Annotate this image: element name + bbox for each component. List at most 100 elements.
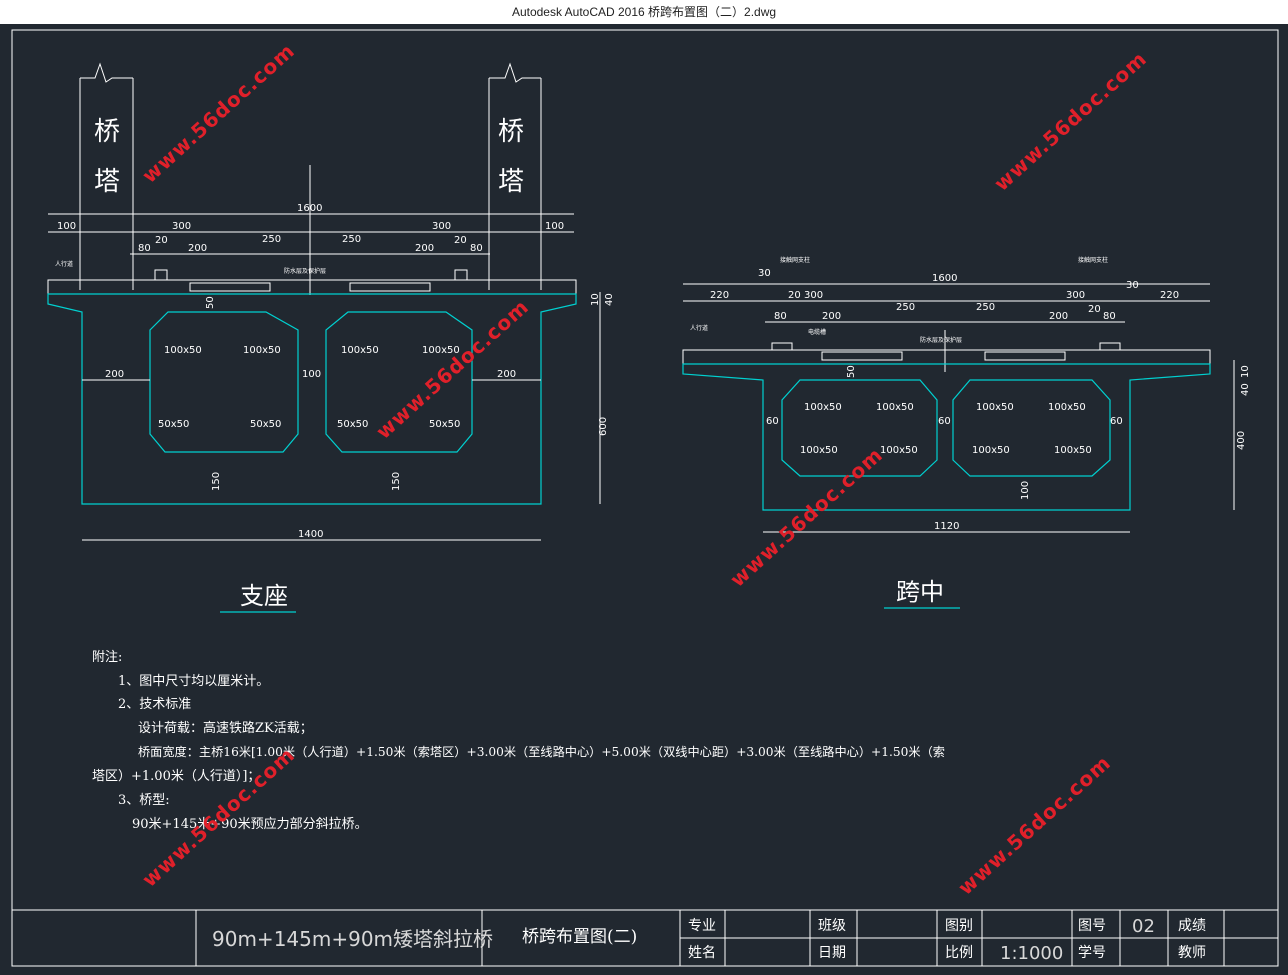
r-dim-80-left: 80 [774,311,787,322]
web-200-right: 200 [497,369,516,380]
r-right-cell [952,379,1111,477]
watermark-4: www.56doc.com [725,442,887,591]
tb-scale-label: 比例 [945,945,973,961]
tb-student-label: 学号 [1078,945,1106,961]
track-slab-right [349,282,431,292]
r-chamfer-5: 100x50 [800,445,838,456]
r-track-slab-right [984,351,1066,361]
title-block: 90m+145m+90m矮塔斜拉桥 桥跨布置图(二) 专业 姓名 班级 日期 图… [12,909,1278,966]
chamfer-2: 100x50 [243,345,281,356]
tower-label-right-2: 塔 [498,167,524,197]
dim-300-left: 300 [172,221,191,232]
dim-1400: 1400 [298,529,323,540]
chamfer-1: 100x50 [164,345,202,356]
walkway-label: 人行道 [55,260,73,268]
cad-drawing: 桥 塔 桥 塔 1600 100 300 300 100 80 20 200 2… [11,29,1279,967]
tb-scale-value: 1:1000 [1000,943,1063,964]
dim-300-right: 300 [432,221,451,232]
deck-40: 40 [604,293,615,306]
r-30-left: 30 [758,268,771,279]
watermark-2: www.56doc.com [989,46,1151,195]
r-chamfer-8: 100x50 [1054,445,1092,456]
r-dim-300-left: 300 [804,290,823,301]
r-web-60-left: 60 [766,416,779,427]
tb-teacher-label: 教师 [1178,945,1206,961]
left-section: 桥 塔 桥 塔 1600 100 300 300 100 80 20 200 2… [47,62,615,613]
r-walkway-label: 人行道 [690,324,708,332]
r-dim-20-left: 20 [788,290,801,301]
chamfer-8: 50x50 [429,419,460,430]
dim-250-left: 250 [262,234,281,245]
watermark-1: www.56doc.com [137,38,299,187]
r-dim-1120: 1120 [934,521,959,532]
r-web-60-mid: 60 [938,416,951,427]
r-dim-200-left: 200 [822,311,841,322]
left-tower-outline [79,62,134,290]
right-cell [325,311,473,453]
tb-category-label: 图别 [945,918,973,934]
box-girder-outline [47,293,577,505]
tb-class-label: 班级 [818,918,846,934]
tb-drawing: 桥跨布置图(二) [522,927,637,947]
chamfer-4: 100x50 [422,345,460,356]
drawing-canvas[interactable]: 桥 塔 桥 塔 1600 100 300 300 100 80 20 200 2… [0,24,1288,971]
chamfer-5: 50x50 [158,419,189,430]
tb-number-label: 图号 [1078,918,1106,934]
dim-250-right: 250 [342,234,361,245]
notes-line-5: 塔区）+1.00米（人行道）]； [92,769,260,784]
notes-line-3: 设计荷载：高速铁路ZK活载； [138,720,313,736]
r-bottom-slab-100: 100 [1020,481,1031,500]
chamfer-3: 100x50 [341,345,379,356]
notes-line-1: 1、图中尺寸均以厘米计。 [118,674,269,689]
tower-label-left-2: 塔 [94,167,120,197]
r-chamfer-6: 100x50 [880,445,918,456]
r-top-slab-50: 50 [846,365,857,378]
dim-80-left: 80 [138,243,151,254]
parapet-left [154,269,168,281]
dim-20-left: 20 [155,235,168,246]
chamfer-6: 50x50 [250,419,281,430]
r-track-slab-left [821,351,903,361]
dim-200-right: 200 [415,243,434,254]
parapet-right [454,269,468,281]
r-left-cell [781,379,938,477]
r-dim-220-right: 220 [1160,290,1179,301]
r-chamfer-2: 100x50 [876,402,914,413]
r-chamfer-1: 100x50 [804,402,842,413]
tb-date-label: 日期 [818,945,846,961]
watermarks: www.56doc.com www.56doc.com www.56doc.co… [137,38,1151,899]
r-signal-label: 电缆槽 [808,328,826,336]
r-deck-40: 40 [1240,383,1251,396]
right-tower-outline [488,62,542,290]
tb-project: 90m+145m+90m矮塔斜拉桥 [212,927,493,951]
r-box-girder-outline [682,363,1211,511]
r-dim-220-left: 220 [710,290,729,301]
chamfer-7: 50x50 [337,419,368,430]
waterproof-label: 防水层及保护层 [284,267,326,275]
watermark-6: www.56doc.com [953,750,1115,899]
dim-200-left: 200 [188,243,207,254]
notes-line-2: 2、技术标准 [118,697,191,712]
window-title: Autodesk AutoCAD 2016 桥跨布置图（二）2.dwg [0,0,1288,24]
tb-number-value: 02 [1132,916,1155,937]
notes-line-6: 3、桥型: [118,793,170,808]
deck-10: 10 [590,293,601,306]
r-dim-1600: 1600 [932,273,957,284]
notes-line-4: 桥面宽度：主桥16米[1.00米（人行道）+1.50米（索塔区）+3.00米（至… [138,744,945,759]
tower-label-left-1: 桥 [94,117,120,147]
r-dim-80-right: 80 [1103,311,1116,322]
height-600: 600 [598,417,609,436]
r-deck-top [682,349,1211,365]
r-chamfer-7: 100x50 [972,445,1010,456]
top-slab-50: 50 [205,296,216,309]
dim-100-right: 100 [545,221,564,232]
r-deck-10: 10 [1240,365,1251,378]
bottom-slab-150-left: 150 [211,472,222,491]
r-parapet-right [1099,342,1121,351]
r-chamfer-4: 100x50 [1048,402,1086,413]
notes: 附注: 1、图中尺寸均以厘米计。 2、技术标准 设计荷载：高速铁路ZK活载； 桥… [92,650,945,832]
notes-line-7: 90米+145米+90米预应力部分斜拉桥。 [132,816,368,832]
dim-100-left: 100 [57,221,76,232]
r-dim-250-left: 250 [896,302,915,313]
bottom-slab-150-right: 150 [391,472,402,491]
